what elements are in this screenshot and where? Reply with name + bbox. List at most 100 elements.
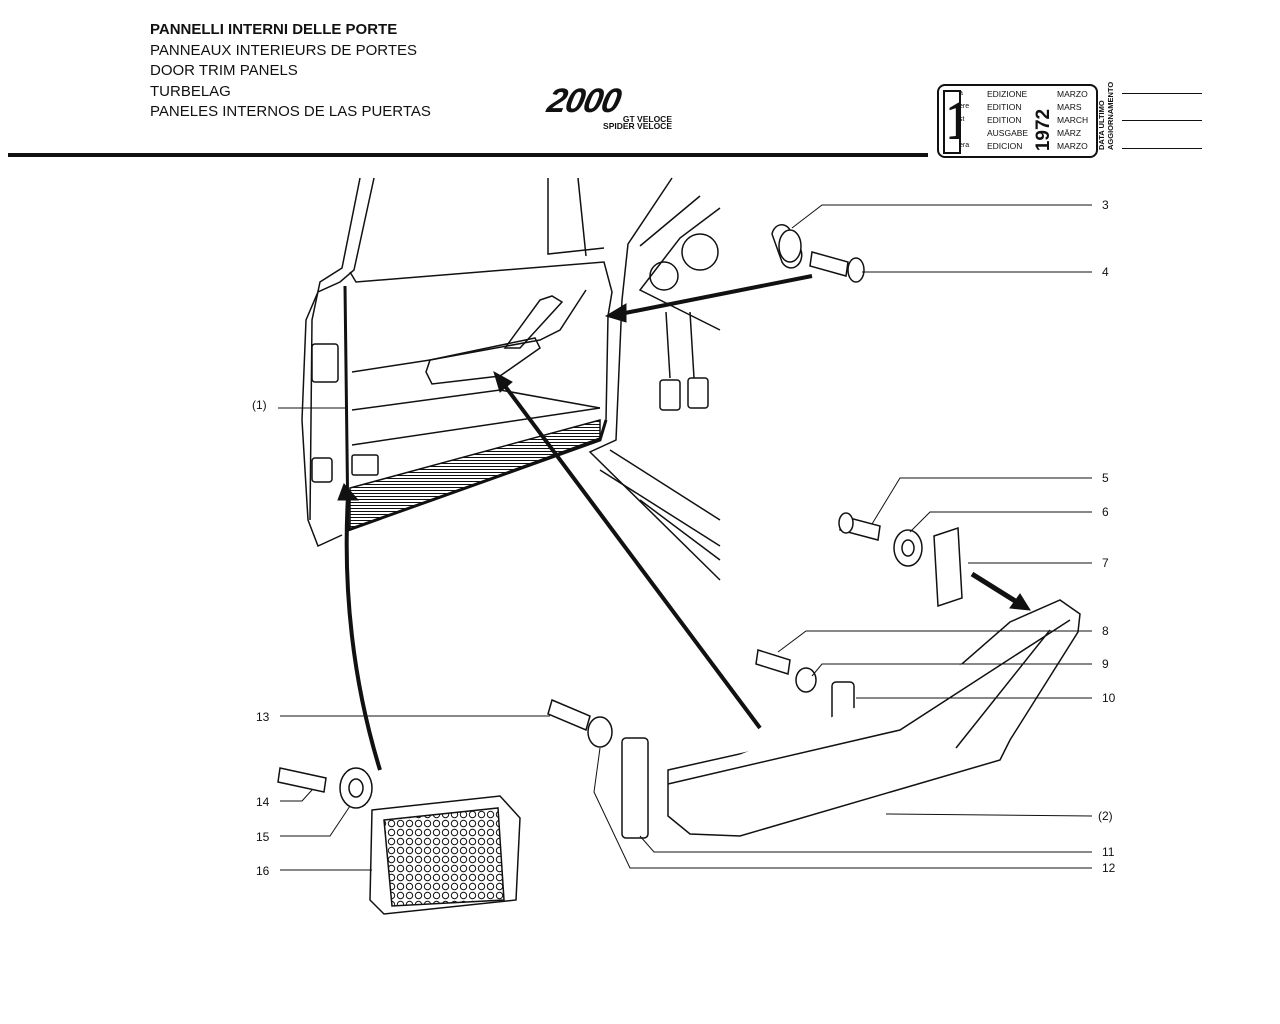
door-handle-recess — [351, 454, 379, 476]
callout-9: 9 — [1102, 657, 1109, 671]
title-english: DOOR TRIM PANELS — [150, 62, 298, 79]
edition-word: EDITION — [987, 102, 1022, 112]
callout-4: 4 — [1102, 265, 1109, 279]
model-logo: 2000 GT VELOCE SPIDER VELOCE — [544, 82, 678, 134]
part-5-screw-head — [838, 512, 854, 534]
callout-11: 11 — [1102, 845, 1115, 859]
edition-suffix: ere — [959, 103, 970, 110]
arrow-head — [604, 303, 627, 323]
leader-2 — [885, 813, 1093, 817]
edition-word: EDIZIONE — [987, 89, 1028, 99]
leader-3 — [791, 204, 1092, 229]
windshield-edge — [639, 195, 701, 247]
armrest-2-inner — [955, 629, 1051, 749]
callout-7: 7 — [1102, 556, 1109, 570]
update-entry-line — [1122, 120, 1202, 121]
callout-14: 14 — [256, 795, 270, 809]
callout-6: 6 — [1102, 505, 1109, 519]
door-hinge — [311, 457, 333, 483]
edition-month: MÄRZ — [1057, 128, 1082, 138]
leader-6 — [909, 511, 1092, 533]
update-entry-line — [1122, 148, 1202, 149]
body-pillar — [577, 177, 587, 257]
instrument-gauge — [681, 233, 719, 271]
steering-hub — [649, 261, 679, 291]
part-3-bush-face — [778, 229, 802, 263]
header-rule — [8, 153, 928, 157]
update-entry-line — [1122, 93, 1202, 94]
leader-lines — [278, 204, 1093, 871]
edition-month: MARS — [1057, 102, 1082, 112]
edition-suffix: a — [959, 90, 963, 97]
part-9-washer — [795, 667, 817, 693]
part-7-clip — [933, 526, 963, 608]
door-inner-edge — [309, 177, 361, 521]
trim-contour — [351, 289, 587, 373]
leader-11 — [639, 835, 1092, 853]
edition-month: MARZO — [1057, 141, 1088, 151]
title-italian: PANNELLI INTERNI DELLE PORTE — [150, 21, 398, 38]
edition-suffix: . — [959, 129, 961, 136]
callout-3: 3 — [1102, 198, 1109, 212]
model-variant-gt: GT VELOCE — [622, 114, 672, 124]
body-sill-edge — [588, 177, 721, 581]
title-spanish: PANELES INTERNOS DE LAS PUERTAS — [150, 103, 431, 120]
brake-pedal — [659, 379, 681, 411]
edition-suffix: st — [959, 116, 965, 123]
assembly-arrows — [337, 274, 1031, 771]
part-13-bolt — [547, 698, 591, 732]
edition-word: AUSGABE — [987, 128, 1029, 138]
door-outer-edge — [301, 177, 375, 548]
door-carpet-strip — [349, 419, 601, 532]
part-16-grille-mesh — [383, 807, 505, 907]
part-11-plate — [621, 737, 649, 839]
title-german: TURBELAG — [150, 82, 231, 100]
arrow-clip-to-armrest — [970, 571, 1022, 607]
part-15-cup-hole — [348, 778, 364, 798]
door-pull-handle — [503, 295, 564, 349]
arrow-grille-to-door — [344, 495, 382, 771]
dash-outline — [638, 207, 721, 331]
edition-month: MARZO — [1057, 89, 1088, 99]
part-8-bolt — [755, 649, 791, 675]
trim-contour — [351, 407, 601, 446]
edition-suffix: era — [959, 142, 970, 149]
arrow-armrest-to-door — [500, 380, 762, 730]
parts — [277, 224, 1081, 915]
leader-12 — [593, 747, 1092, 869]
callout-8: 8 — [1102, 624, 1109, 638]
part-4-screw-thread — [809, 251, 849, 277]
edition-number: 1 — [943, 90, 961, 154]
callout-assembly-2: (2) — [1098, 809, 1113, 823]
callout-12: 12 — [1102, 861, 1116, 875]
callout-assembly-1: (1) — [252, 398, 267, 412]
clutch-pedal — [687, 377, 709, 409]
title-block: PANNELLI INTERNI DELLE PORTE PANNEAUX IN… — [150, 20, 431, 123]
callout-5: 5 — [1102, 471, 1109, 485]
pedal-stalk — [665, 311, 695, 379]
door-lock-catch — [311, 343, 339, 383]
arrow-head — [493, 370, 513, 393]
part-4-screw-head — [847, 257, 865, 283]
callout-16: 16 — [256, 864, 270, 878]
edition-box: 1 a ere st . era EDIZIONE EDITION EDITIO… — [937, 84, 1098, 158]
callout-13: 13 — [256, 710, 270, 724]
arrow-head — [1009, 593, 1031, 611]
callout-10: 10 — [1102, 691, 1116, 705]
edition-word: EDICION — [987, 141, 1023, 151]
edition-month: MARCH — [1057, 115, 1089, 125]
arrow-screw-to-door — [619, 274, 813, 316]
part-6-washer-hole — [901, 539, 915, 557]
leader-8 — [777, 630, 1092, 653]
part-14-screw — [277, 767, 327, 793]
armrest-2-ridge — [667, 619, 1071, 785]
edition-word: EDITION — [987, 115, 1022, 125]
arrow-head — [337, 483, 360, 501]
part-13-washer — [587, 716, 613, 748]
leader-9 — [811, 663, 1092, 677]
body-pillar — [547, 178, 605, 255]
floor-lines — [599, 449, 721, 561]
callout-15: 15 — [256, 830, 270, 844]
title-french: PANNEAUX INTERIEURS DE PORTES — [150, 41, 417, 59]
